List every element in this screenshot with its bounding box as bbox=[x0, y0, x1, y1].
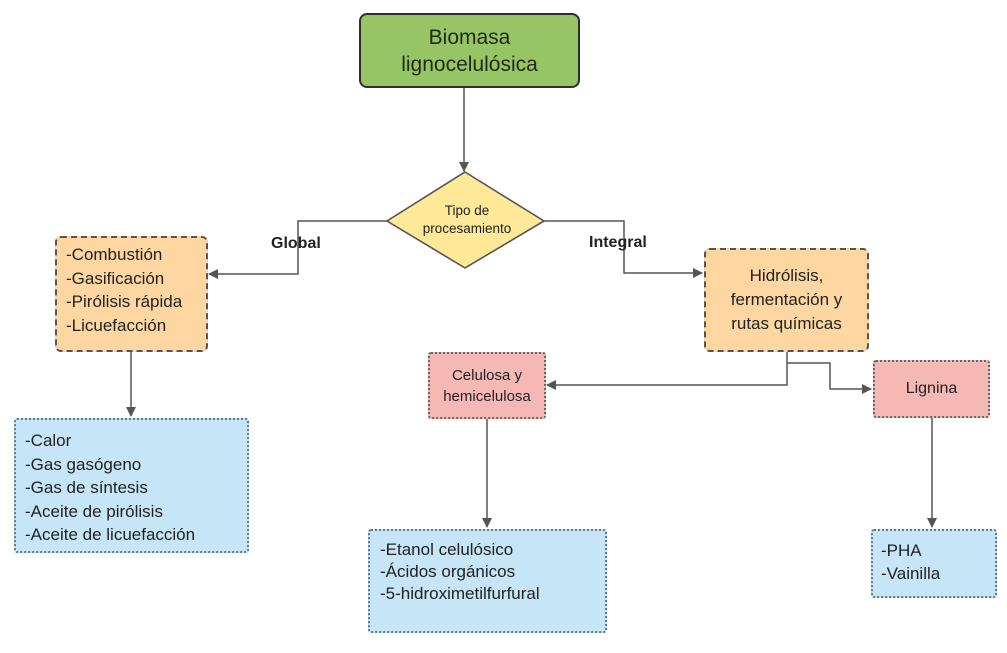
edge-integral-to-lignina bbox=[787, 362, 872, 394]
lignina-product-item: -PHA bbox=[881, 541, 922, 560]
global-product-item: -Calor bbox=[25, 431, 72, 450]
lignina-node: Lignina bbox=[873, 360, 990, 418]
root-node: Biomasa lignocelulósica bbox=[359, 13, 580, 88]
global-product-item: -Aceite de licuefacción bbox=[25, 525, 196, 544]
root-node-label: Biomasa lignocelulósica bbox=[401, 25, 538, 76]
edge-decision-to-global bbox=[208, 220, 387, 279]
integral-methods-node: Hidrólisis, fermentación y rutas química… bbox=[704, 248, 869, 352]
lignina-label: Lignina bbox=[905, 380, 958, 397]
edge-label-integral: Integral bbox=[589, 234, 647, 251]
lignina-products-node: -PHA -Vainilla bbox=[871, 529, 997, 598]
global-method-item: -Licuefacción bbox=[66, 315, 167, 335]
celulosa-node: Celulosa y hemicelulosa bbox=[428, 352, 546, 419]
global-product-item: -Aceite de pirólisis bbox=[25, 501, 163, 521]
edge-label-global: Global bbox=[271, 235, 321, 252]
global-methods-node: -Combustión -Gasificación -Pirólisis ráp… bbox=[55, 236, 208, 352]
integral-methods-label: Hidrólisis, fermentación y rutas química… bbox=[730, 266, 843, 333]
global-product-item: -Gas de síntesis bbox=[25, 478, 148, 497]
global-product-item: -Gas gasógeno bbox=[25, 454, 142, 474]
edge-decision-to-integral bbox=[544, 220, 703, 278]
global-method-item: -Pirólisis rápida bbox=[66, 292, 183, 311]
lignina-product-item: -Vainilla bbox=[881, 564, 941, 583]
global-products-node: -Calor -Gas gasógeno -Gas de síntesis -A… bbox=[14, 418, 249, 553]
global-method-item: -Combustión bbox=[66, 245, 163, 264]
celulosa-products-node: -Etanol celulósico -Ácidos orgánicos -5-… bbox=[368, 529, 607, 633]
celulosa-product-item: -Etanol celulósico bbox=[380, 540, 514, 559]
celulosa-product-item: -5-hidroximetilfurfural bbox=[380, 584, 540, 603]
edge-integral-to-celulosa bbox=[546, 352, 788, 390]
global-method-item: -Gasificación bbox=[66, 268, 165, 288]
decision-diamond bbox=[385, 171, 546, 269]
celulosa-label: Celulosa y hemicelulosa bbox=[443, 366, 531, 405]
decision-label: Tipo de procesamiento bbox=[422, 203, 512, 236]
celulosa-product-item: -Ácidos orgánicos bbox=[380, 562, 516, 581]
